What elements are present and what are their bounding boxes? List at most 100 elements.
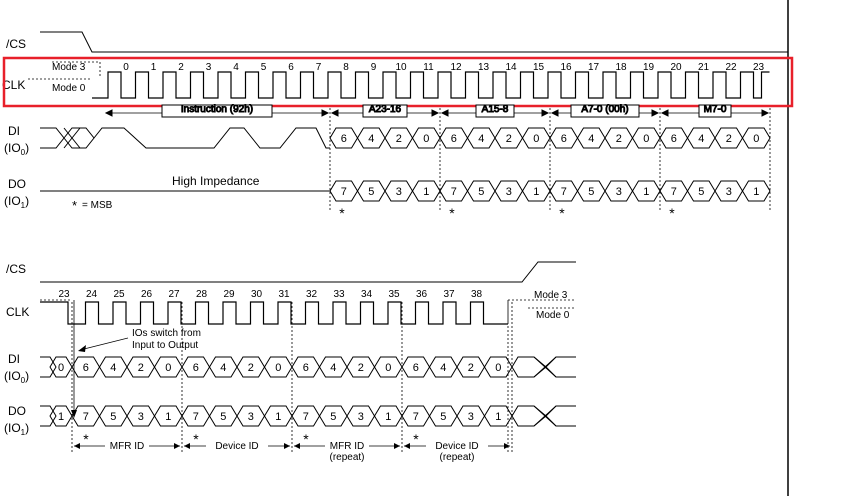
top-di-bit: 6 — [671, 133, 677, 145]
top-clock-number: 14 — [505, 62, 517, 73]
top-do-bit: 5 — [698, 186, 704, 198]
top-cs-label: /CS — [6, 37, 26, 51]
bottom-mode0-label: Mode 0 — [536, 310, 570, 321]
bottom-di-bit: 0 — [275, 362, 281, 374]
top-do-label-group: DO (IO1) — [4, 177, 29, 210]
bottom-clock-number: 34 — [361, 289, 373, 300]
segment-label-bg — [570, 104, 640, 118]
top-clock-number: 23 — [753, 62, 765, 73]
top-di-cell — [741, 127, 771, 149]
top-clock-number: 19 — [643, 62, 655, 73]
top-clk-line — [92, 71, 770, 99]
bottom-star: * — [413, 431, 419, 447]
top-di-bit: 6 — [451, 133, 457, 145]
top-do-bit: 7 — [561, 186, 567, 198]
top-di-preamble — [40, 127, 330, 149]
top-clock-number: 1 — [151, 62, 157, 73]
bottom-mode3-label: Mode 3 — [534, 290, 568, 301]
top-di-sub: (IO0) — [4, 141, 29, 157]
bottom-do-sub: (IO1) — [4, 421, 29, 437]
segment-label: A23-16 — [369, 104, 402, 115]
top-msb-stars: **** — [339, 205, 675, 221]
bottom-di-bit: 4 — [440, 362, 446, 374]
bottom-clock-number: 25 — [113, 289, 125, 300]
top-do-cell — [741, 180, 771, 202]
id-arrow-left — [74, 443, 80, 449]
id-label: Device ID — [435, 441, 478, 452]
bottom-clock-number: 23 — [58, 289, 70, 300]
bottom-di-tail — [511, 356, 547, 378]
bottom-clock-number: 31 — [278, 289, 290, 300]
id-label: MFR ID — [330, 441, 364, 452]
segment-label-bg — [362, 104, 408, 118]
top-clock-number: 10 — [395, 62, 407, 73]
bottom-di-bit: 0 — [495, 362, 501, 374]
bottom-di-leadin — [40, 356, 57, 378]
bottom-do-bit: 7 — [83, 411, 89, 423]
bottom-do-bit: 7 — [303, 411, 309, 423]
top-do-label: DO — [8, 177, 26, 191]
top-clock-number: 22 — [725, 62, 737, 73]
top-clock-number: 3 — [206, 62, 212, 73]
bottom-do-bit: 3 — [138, 411, 144, 423]
segment-arrow-left — [330, 109, 339, 117]
bottom-clk-wave — [40, 301, 508, 325]
top-cs-signal — [40, 31, 788, 53]
segment-arrow-left — [550, 109, 559, 117]
top-star: * — [449, 205, 455, 221]
bottom-do-bit: 3 — [468, 411, 474, 423]
top-di-bit: 4 — [478, 133, 484, 145]
top-cs-label-group: /CS — [6, 37, 26, 51]
bottom-clk-line — [40, 301, 508, 325]
top-di-bit: 6 — [561, 133, 567, 145]
top-do-bit: 1 — [753, 186, 759, 198]
top-clk-label: CLK — [2, 78, 25, 92]
top-clock-number: 18 — [615, 62, 627, 73]
id-arrow-right — [504, 443, 510, 449]
segment-arrow-left — [440, 109, 449, 117]
bottom-di-bit: 6 — [83, 362, 89, 374]
bottom-di-bit: 2 — [358, 362, 364, 374]
top-di-bit: 4 — [698, 133, 704, 145]
bottom-clock-number: 28 — [196, 289, 208, 300]
id-label: Device ID — [215, 441, 258, 452]
top-clock-number: 11 — [423, 62, 434, 73]
bottom-clock-number: 24 — [86, 289, 98, 300]
top-clock-number: 16 — [560, 62, 572, 73]
bottom-do-bit: 1 — [385, 411, 391, 423]
id-arrow-left — [294, 443, 300, 449]
segment-arrow-right — [431, 109, 440, 117]
instruction-arrow-right — [321, 109, 330, 117]
bottom-do-bit: 5 — [110, 411, 116, 423]
top-msb-star: * — [72, 198, 77, 213]
bottom-di-bit: 4 — [220, 362, 226, 374]
id-arrow-left — [404, 443, 410, 449]
top-clock-number: 9 — [371, 62, 377, 73]
top-do-bit: 1 — [533, 186, 539, 198]
top-clock-number: 8 — [343, 62, 349, 73]
bottom-clock-number: 30 — [251, 289, 263, 300]
bottom-di-bit: 4 — [110, 362, 116, 374]
segment-label: A7-0 (00h) — [581, 104, 628, 115]
top-mode0-label: Mode 0 — [52, 83, 86, 94]
id-label-bg — [105, 438, 149, 450]
bottom-di-bit: 0 — [165, 362, 171, 374]
bottom-di-bit: 2 — [248, 362, 254, 374]
top-clock-number: 13 — [478, 62, 490, 73]
top-do-bit: 5 — [588, 186, 594, 198]
id-arrow-right — [394, 443, 400, 449]
top-do-bit: 1 — [423, 186, 429, 198]
top-clock-number: 15 — [533, 62, 545, 73]
segment-label: A15-8 — [482, 104, 509, 115]
segment-label-bg — [475, 104, 515, 118]
bottom-do-bit: 3 — [248, 411, 254, 423]
io-switch-line1: IOs switch from — [132, 328, 201, 339]
top-di-bit: 0 — [533, 133, 539, 145]
id-arrow-right — [174, 443, 180, 449]
bottom-clock-number: 29 — [223, 289, 235, 300]
id-arrow-right — [284, 443, 290, 449]
